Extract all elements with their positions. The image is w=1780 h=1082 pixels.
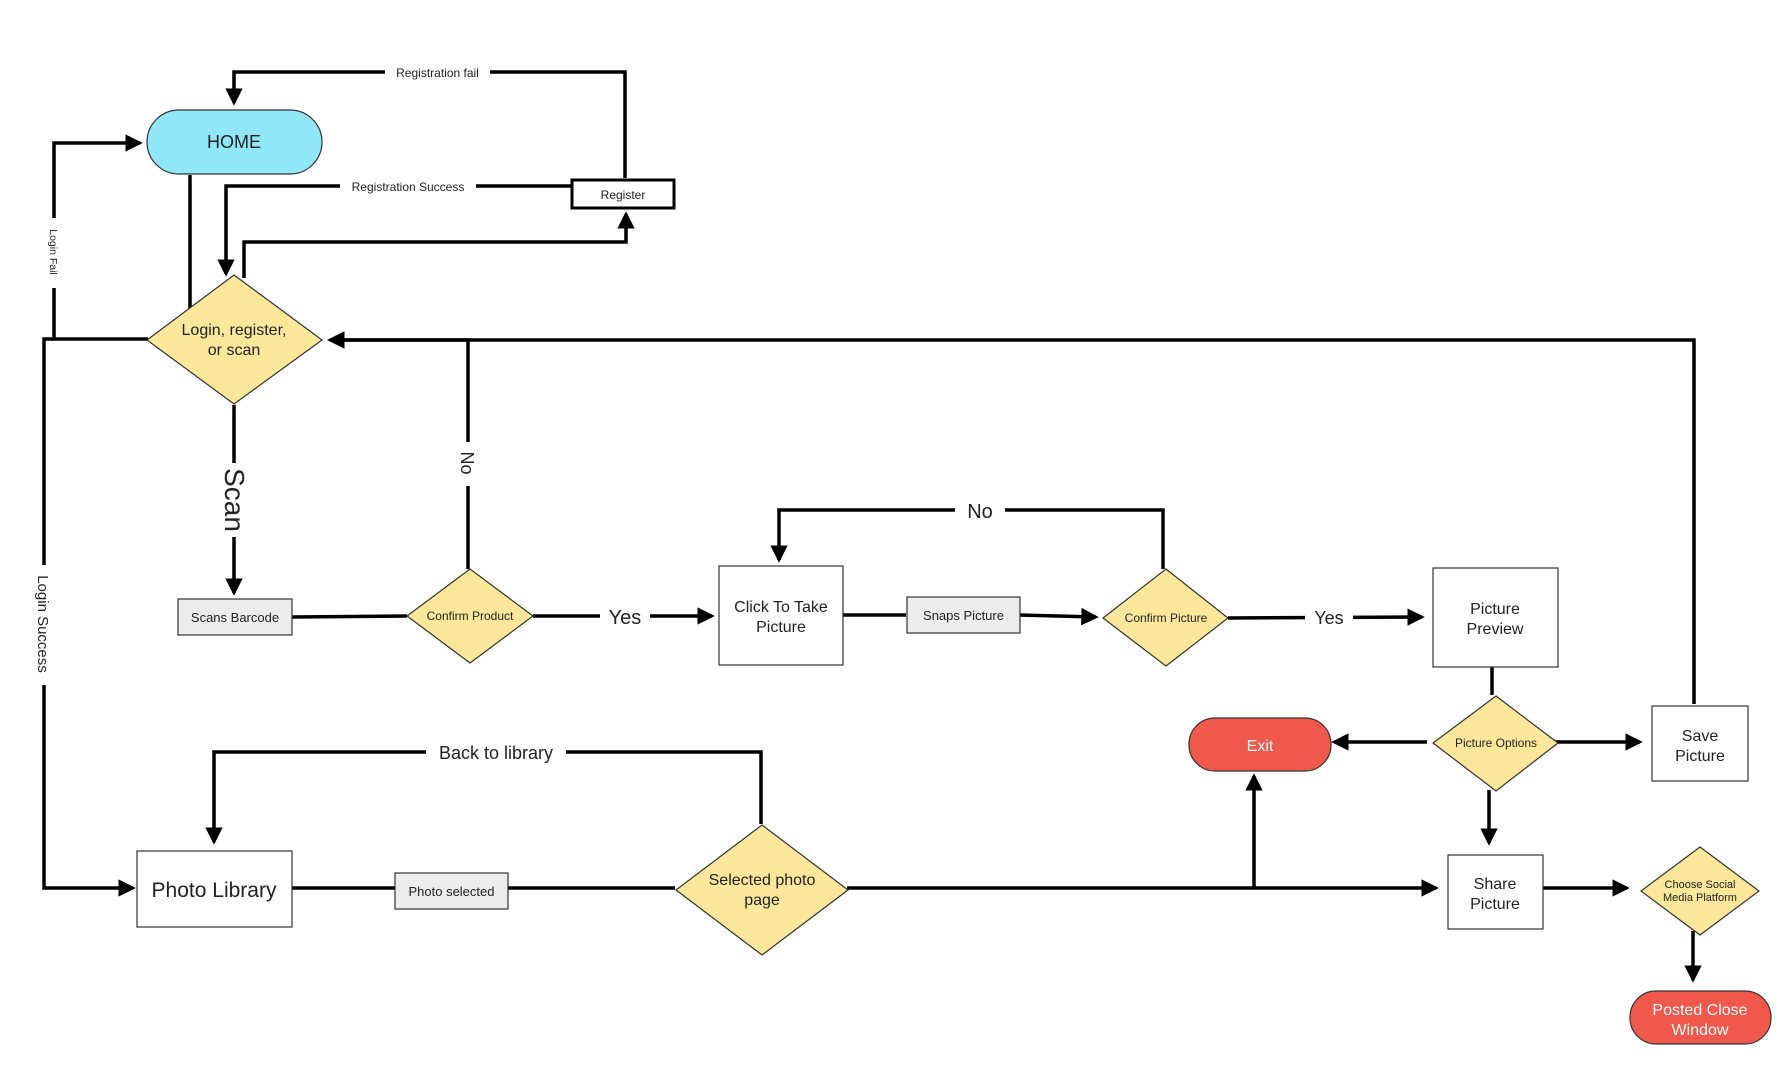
edge-login-success — [42, 337, 136, 897]
node-posted-close-line1: Posted Close — [1652, 1002, 1747, 1019]
node-choose-social-media: Choose Social Media Platform — [1639, 846, 1761, 936]
node-save-picture-line1: Save — [1682, 728, 1719, 745]
node-photo-library-label: Photo Library — [152, 879, 277, 902]
label-no-confirm-product: No — [457, 451, 477, 474]
label-yes-confirm-picture: Yes — [1314, 608, 1343, 628]
node-picture-options: Picture Options — [1432, 695, 1559, 792]
node-login-label-line1: Login, register, — [182, 322, 287, 339]
node-share-picture-line2: Picture — [1470, 896, 1520, 913]
edge-login-fail — [52, 134, 148, 341]
label-login-success: Login Success — [34, 575, 51, 673]
node-share-picture-line1: Share — [1474, 876, 1517, 893]
label-login-fail: Login Fail — [47, 229, 59, 275]
node-confirm-picture: Confirm Picture — [1102, 568, 1229, 667]
edge-save-to-login — [327, 331, 1696, 704]
node-register: Register — [570, 178, 676, 210]
node-posted-close-window: Posted Close Window — [1629, 990, 1772, 1045]
node-confirm-product: Confirm Product — [405, 568, 535, 664]
node-picture-preview: Picture Preview — [1432, 567, 1559, 668]
node-click-to-take-picture: Click To Take Picture — [718, 565, 844, 666]
node-exit-label: Exit — [1247, 738, 1274, 755]
node-login-register-scan: Login, register, or scan — [145, 274, 324, 405]
label-no-confirm-picture: No — [967, 501, 993, 523]
node-register-label: Register — [601, 188, 646, 202]
node-save-picture: Save Picture — [1651, 705, 1749, 782]
edge-barcode-to-confirm — [290, 614, 408, 619]
node-click-to-take-line2: Picture — [756, 619, 806, 636]
label-registration-fail: Registration fail — [396, 66, 479, 80]
edge-confirm-product-no — [327, 331, 470, 569]
node-photo-selected: Photo selected — [394, 872, 509, 910]
node-click-to-take-line1: Click To Take — [734, 599, 828, 616]
node-selected-photo-line2: page — [744, 892, 780, 909]
node-posted-close-line2: Window — [1672, 1022, 1729, 1039]
node-picture-preview-line2: Preview — [1467, 621, 1524, 638]
label-scan: Scan — [219, 468, 250, 532]
label-back-to-library: Back to library — [439, 743, 553, 763]
node-photo-library: Photo Library — [136, 850, 293, 928]
node-picture-preview-line1: Picture — [1470, 601, 1520, 618]
node-snaps-picture: Snaps Picture — [906, 596, 1021, 634]
node-snaps-picture-label: Snaps Picture — [923, 608, 1004, 623]
label-registration-success: Registration Success — [352, 180, 465, 194]
edge-login-to-register — [242, 211, 635, 278]
edge-snaps-to-confirm — [1018, 607, 1099, 626]
edge-labels: Registration fail Registration Success L… — [34, 62, 1353, 767]
node-home: HOME — [146, 109, 323, 175]
node-scans-barcode: Scans Barcode — [177, 598, 293, 636]
node-selected-photo-page: Selected photo page — [675, 824, 849, 956]
node-exit: Exit — [1188, 717, 1332, 772]
node-login-label-line2: or scan — [208, 342, 260, 359]
node-choose-social-line1: Choose Social — [1665, 879, 1736, 891]
node-share-picture: Share Picture — [1447, 854, 1544, 930]
node-choose-social-line2: Media Platform — [1663, 892, 1737, 904]
node-save-picture-line2: Picture — [1675, 748, 1725, 765]
node-selected-photo-line1: Selected photo — [709, 872, 816, 889]
label-yes-confirm-product: Yes — [609, 607, 642, 629]
node-photo-selected-label: Photo selected — [408, 884, 494, 899]
node-picture-options-label: Picture Options — [1455, 736, 1537, 750]
edges — [42, 70, 1702, 983]
node-scans-barcode-label: Scans Barcode — [191, 610, 279, 625]
node-confirm-product-label: Confirm Product — [427, 609, 514, 623]
node-home-label: HOME — [207, 132, 261, 152]
edge-registration-success — [217, 184, 572, 277]
node-confirm-picture-label: Confirm Picture — [1125, 611, 1208, 625]
